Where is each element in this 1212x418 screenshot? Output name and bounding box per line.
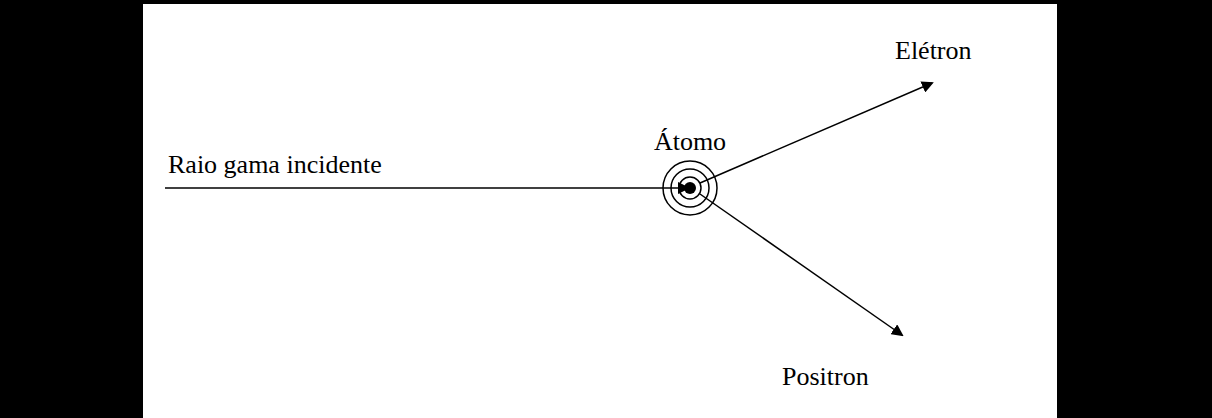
- electron-path: [700, 83, 932, 183]
- atom-shell: [679, 177, 701, 199]
- electron-label: Elétron: [895, 36, 972, 66]
- panel: [143, 4, 1057, 418]
- incident-ray-label: Raio gama incidente: [168, 150, 382, 180]
- atom-shell: [663, 161, 717, 215]
- positron-label: Positron: [782, 362, 869, 392]
- gamma-ray-line: [165, 187, 688, 189]
- atom-label: Átomo: [654, 127, 726, 157]
- atom-shell: [671, 169, 709, 207]
- atom-nucleus: [684, 182, 696, 194]
- positron-path: [700, 194, 902, 335]
